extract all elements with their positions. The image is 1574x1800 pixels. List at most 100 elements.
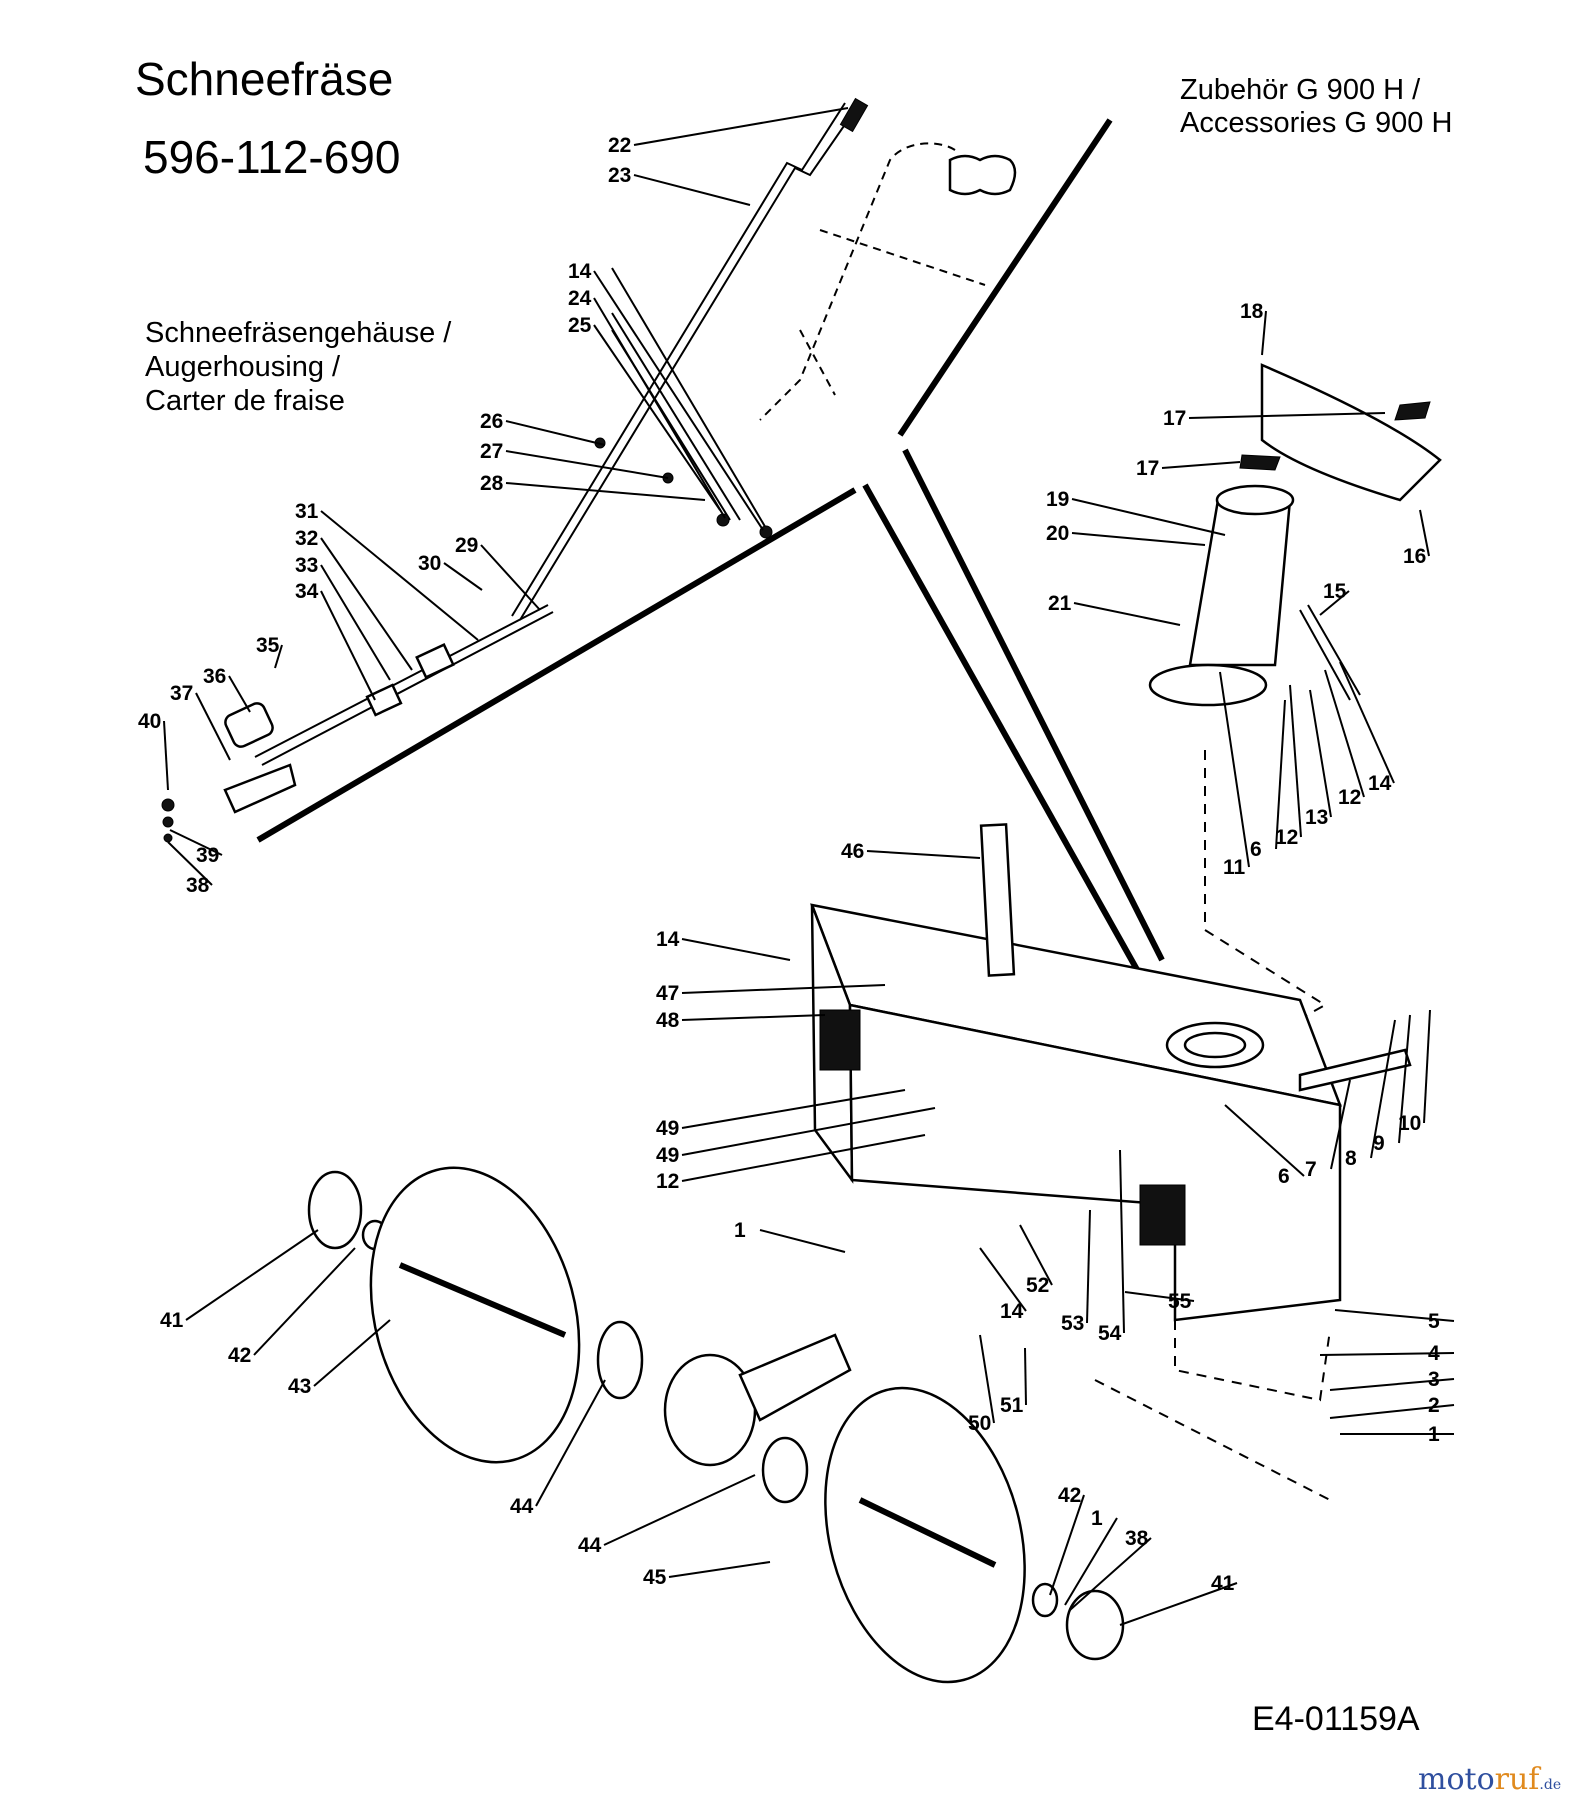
callout-number: 31 xyxy=(295,500,319,523)
callout-number: 5 xyxy=(1428,1310,1440,1333)
callout-number: 38 xyxy=(1125,1527,1149,1550)
callout-leader-line xyxy=(1049,1494,1085,1596)
part-number: 596-112-690 xyxy=(143,131,401,183)
callout-number: 11 xyxy=(1223,856,1246,879)
callout-leader-line xyxy=(1124,1291,1195,1302)
callout-leader-line xyxy=(1329,1404,1455,1419)
callout-number: 46 xyxy=(841,840,864,863)
callout-number: 42 xyxy=(1058,1484,1081,1507)
watermark-logo: motoruf.de xyxy=(1418,1762,1561,1797)
callout-number: 12 xyxy=(1275,826,1298,849)
callout-leader-line xyxy=(1119,1582,1238,1626)
accessories-label: Zubehör G 900 H / Accessories G 900 H xyxy=(1180,74,1452,140)
callout-number: 6 xyxy=(1250,838,1262,861)
callout-labels: 2223142425262728293031323334353637403938… xyxy=(138,107,1455,1626)
callout-number: 1 xyxy=(1428,1423,1440,1446)
callout-leader-line xyxy=(633,174,751,206)
callout-leader-line xyxy=(681,938,791,961)
shift-rod-assembly xyxy=(161,97,1017,843)
callout-leader-line xyxy=(593,324,721,511)
callout-number: 1 xyxy=(734,1219,746,1242)
callout-leader-line xyxy=(505,420,606,446)
callout-leader-line xyxy=(1419,509,1430,557)
callout-number: 47 xyxy=(656,982,679,1005)
callout-leader-line xyxy=(681,1089,906,1129)
callout-leader-line xyxy=(1423,1009,1431,1124)
callout-number: 55 xyxy=(1168,1290,1192,1313)
callout-leader-line xyxy=(320,537,413,671)
callout-number: 2 xyxy=(1428,1394,1440,1417)
callout-number: 4 xyxy=(1428,1342,1440,1365)
callout-number: 48 xyxy=(656,1009,680,1032)
callout-number: 24 xyxy=(568,287,592,310)
section-dividers xyxy=(256,118,1165,977)
callout-number: 42 xyxy=(228,1344,251,1367)
callout-leader-line xyxy=(1319,1352,1455,1356)
callout-number: 1 xyxy=(1091,1507,1103,1530)
callout-number: 39 xyxy=(196,844,219,867)
callout-number: 23 xyxy=(608,164,631,187)
callout-leader-line xyxy=(505,450,669,479)
callout-leader-line xyxy=(979,1334,995,1424)
callout-number: 41 xyxy=(1211,1572,1235,1595)
watermark-part: ruf xyxy=(1494,1762,1540,1797)
callout-number: 22 xyxy=(608,134,631,157)
callout-leader-line xyxy=(593,270,764,531)
callout-number: 16 xyxy=(1403,545,1426,568)
accessories-label-line: Accessories G 900 H xyxy=(1180,107,1453,139)
callout-leader-line xyxy=(228,675,251,713)
callout-number: 19 xyxy=(1046,488,1069,511)
callout-leader-line xyxy=(535,1379,606,1507)
callout-leader-line xyxy=(1073,602,1181,626)
watermark-part: .de xyxy=(1539,1777,1562,1793)
callout-leader-line xyxy=(1188,412,1386,419)
callout-number: 10 xyxy=(1398,1112,1421,1135)
callout-leader-line xyxy=(253,1247,356,1356)
callout-number: 20 xyxy=(1046,522,1069,545)
callout-number: 3 xyxy=(1428,1368,1440,1391)
callout-number: 25 xyxy=(568,314,592,337)
callout-leader-line xyxy=(169,829,223,856)
callout-number: 17 xyxy=(1136,457,1159,480)
callout-leader-line xyxy=(1119,1149,1125,1334)
callout-leader-line xyxy=(1339,661,1395,784)
callout-leader-line xyxy=(443,562,483,591)
callout-leader-line xyxy=(866,850,981,859)
callout-number: 21 xyxy=(1048,592,1072,615)
callout-leader-line xyxy=(593,297,726,519)
callout-number: 6 xyxy=(1278,1165,1290,1188)
callout-number: 27 xyxy=(480,440,503,463)
callout-number: 14 xyxy=(1000,1300,1024,1323)
callout-number: 53 xyxy=(1061,1312,1084,1335)
callout-number: 45 xyxy=(643,1566,667,1589)
callout-number: 13 xyxy=(1305,806,1328,829)
callout-number: 18 xyxy=(1240,300,1264,323)
callout-leader-line xyxy=(1161,461,1241,469)
callout-number: 49 xyxy=(656,1117,679,1140)
callout-leader-line xyxy=(1086,1209,1091,1324)
callout-number: 34 xyxy=(295,580,319,603)
callout-number: 12 xyxy=(656,1170,679,1193)
discharge-chute-assembly xyxy=(1148,363,1442,1031)
callout-number: 51 xyxy=(1000,1394,1024,1417)
callout-leader-line xyxy=(1370,1019,1396,1159)
callout-number: 12 xyxy=(1338,786,1361,809)
callout-leader-line xyxy=(1309,689,1332,818)
callout-leader-line xyxy=(1319,590,1350,616)
callout-leader-line xyxy=(603,1474,756,1546)
callout-leader-line xyxy=(1324,669,1365,798)
callout-leader-line xyxy=(1069,1537,1152,1611)
callout-leader-line xyxy=(1289,684,1302,838)
callout-number: 9 xyxy=(1373,1132,1385,1155)
callout-number: 44 xyxy=(510,1495,534,1518)
housing-label: Schneefräsengehäuse / Augerhousing / Car… xyxy=(145,316,451,418)
callout-leader-line xyxy=(320,590,376,701)
callout-leader-line xyxy=(1275,699,1286,850)
callout-leader-line xyxy=(759,1229,846,1253)
callout-number: 14 xyxy=(656,928,680,951)
accessories-label-line: Zubehör G 900 H / xyxy=(1180,74,1421,106)
callout-leader-line xyxy=(313,1319,391,1387)
callout-number: 38 xyxy=(186,874,210,897)
callout-leader-line xyxy=(633,107,849,146)
callout-leader-line xyxy=(681,984,886,994)
